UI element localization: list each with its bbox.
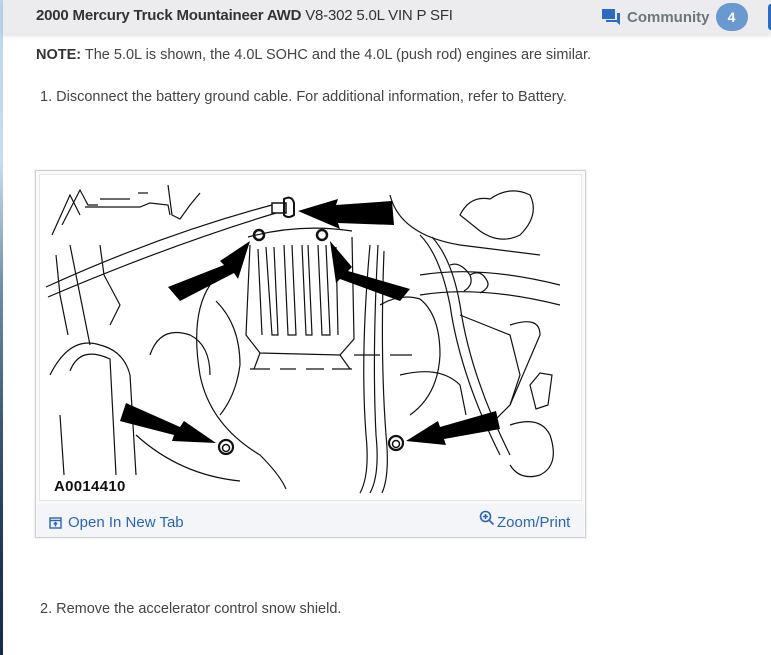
open-in-new-tab-label: Open In New Tab [68,514,184,531]
header-action-button-cut-off[interactable] [768,4,771,30]
figure-card: A0014410 Open In New Tab Zoom/Print [35,170,586,538]
vehicle-title-engine: V8-302 5.0L VIN P SFI [301,7,453,24]
desktop-background-strip [0,0,3,655]
chat-bubbles-icon [602,9,620,25]
note-body: The 5.0L is shown, the 4.0L SOHC and the… [81,47,592,63]
page-header: 2000 Mercury Truck Mountaineer AWD V8-30… [3,0,771,34]
vehicle-title: 2000 Mercury Truck Mountaineer AWD V8-30… [36,7,453,24]
figure-footer: Open In New Tab Zoom/Print [37,504,584,537]
zoom-print-label: Zoom/Print [497,514,571,531]
open-in-new-tab-icon [49,516,62,529]
community-count-badge: 4 [715,3,748,31]
open-in-new-tab-link[interactable]: Open In New Tab [49,514,184,531]
community-label: Community [627,8,710,26]
figure-reference-label: A0014410 [54,478,126,495]
community-button[interactable]: Community 4 [601,3,748,31]
step-1-text: 1. Disconnect the battery ground cable. … [40,89,567,105]
note-label: NOTE: [36,47,82,63]
zoom-in-icon [479,510,495,526]
engine-line-drawing [45,184,561,494]
note-text: NOTE: The 5.0L is shown, the 4.0L SOHC a… [36,47,591,63]
step-2-text: 2. Remove the accelerator control snow s… [40,601,342,617]
zoom-print-link[interactable]: Zoom/Print [479,510,570,531]
vehicle-title-bold: 2000 Mercury Truck Mountaineer AWD [36,7,302,24]
engine-diagram-image[interactable]: A0014410 [39,174,582,501]
